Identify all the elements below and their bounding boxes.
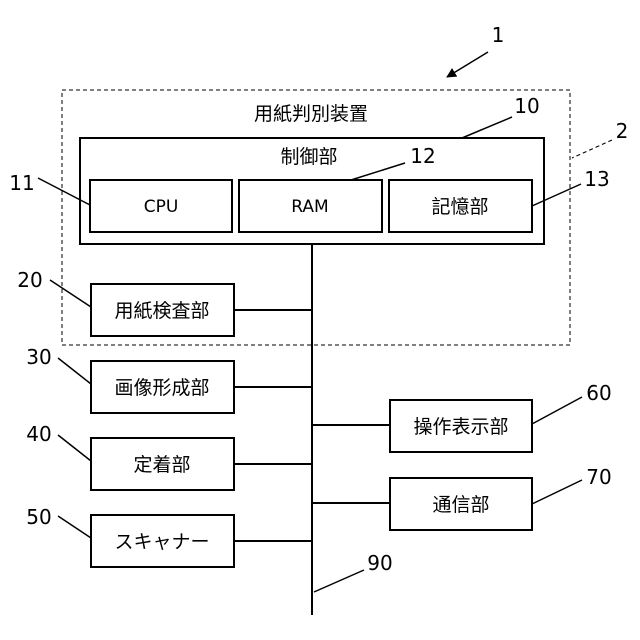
fixing-label: 定着部 — [133, 454, 190, 476]
ref-storage: 13 — [584, 167, 609, 191]
device-leader — [572, 140, 612, 158]
control-leader — [462, 117, 512, 138]
ref-ram: 12 — [410, 144, 435, 168]
ram-label: RAM — [291, 197, 328, 217]
ref-control: 10 — [514, 94, 539, 118]
ref-device: 2 — [616, 119, 629, 143]
ref-operation-display: 60 — [586, 381, 611, 405]
paper-inspection-leader — [50, 280, 91, 307]
ref-paper-inspection: 20 — [17, 268, 42, 292]
operation-display-leader — [532, 397, 582, 424]
storage-label: 記憶部 — [431, 196, 488, 218]
bus-leader — [314, 570, 364, 592]
device-title: 用紙判別装置 — [254, 103, 368, 125]
ref-communication: 70 — [586, 465, 611, 489]
ref-cpu: 11 — [9, 171, 34, 195]
fixing-leader — [58, 435, 91, 461]
operation-display-label: 操作表示部 — [413, 416, 508, 438]
image-forming-label: 画像形成部 — [114, 377, 209, 399]
scanner-label: スキャナー — [114, 531, 209, 553]
control-title: 制御部 — [280, 146, 337, 168]
ref-bus: 90 — [367, 551, 392, 575]
image-forming-leader — [58, 358, 91, 384]
ref-apparatus: 1 — [492, 23, 505, 47]
cpu-label: CPU — [144, 197, 179, 217]
communication-leader — [532, 480, 582, 504]
communication-label: 通信部 — [432, 494, 489, 516]
apparatus-arrow — [447, 52, 488, 77]
ref-fixing: 40 — [26, 422, 51, 446]
ref-image-forming: 30 — [26, 345, 51, 369]
ref-scanner: 50 — [26, 505, 51, 529]
scanner-leader — [58, 516, 91, 538]
paper-inspection-label: 用紙検査部 — [114, 300, 209, 322]
